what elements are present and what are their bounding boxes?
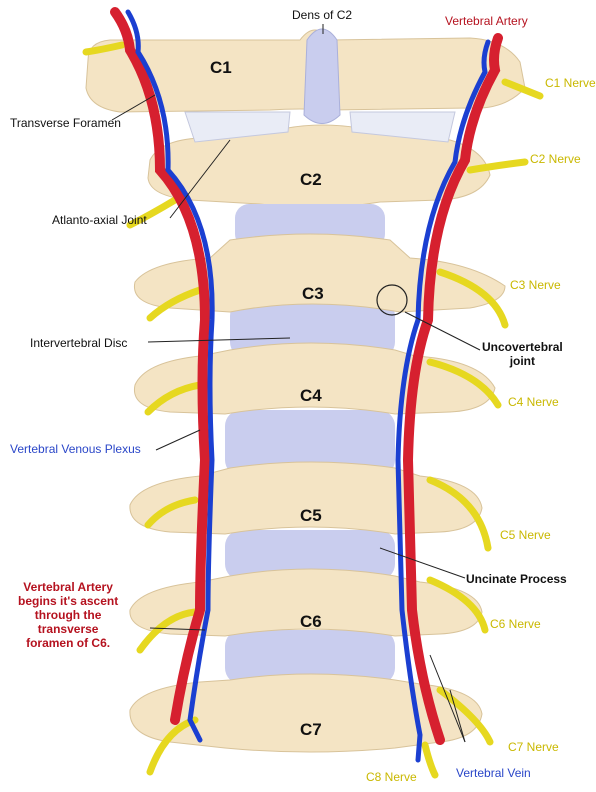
venous-plexus-label: Vertebral Venous Plexus [10,442,141,456]
uncinate-process-label: Uncinate Process [466,572,567,586]
vertebral-vein-label: Vertebral Vein [456,766,531,780]
artery-ascent-line-5: foramen of C6. [18,636,118,650]
intervertebral-disc-label: Intervertebral Disc [30,336,127,350]
artery-ascent-line-4: transverse [18,622,118,636]
vertebra-label-c4: C4 [300,386,322,406]
vertebra-label-c5: C5 [300,506,322,526]
vertebra-label-c1: C1 [210,58,232,78]
artery-ascent-label: Vertebral Artery begins it's ascent thro… [18,580,118,650]
nerve-label-c3: C3 Nerve [510,278,561,292]
vertebra-label-c2: C2 [300,170,322,190]
dens [304,29,340,124]
artery-ascent-line-1: Vertebral Artery [18,580,118,594]
artery-ascent-line-3: through the [18,608,118,622]
nerve-c8-right [425,745,435,775]
dens-label: Dens of C2 [292,8,352,22]
nerve-label-c7: C7 Nerve [508,740,559,754]
atlanto-axial-joint-label: Atlanto-axial Joint [52,213,147,227]
vertebral-artery-label: Vertebral Artery [445,14,528,28]
nerve-label-c1: C1 Nerve [545,76,596,90]
transverse-foramen-label: Transverse Foramen [10,116,121,130]
uncovertebral-line-2: joint [482,354,563,368]
nerve-label-c8: C8 Nerve [366,770,417,784]
artery-ascent-line-2: begins it's ascent [18,594,118,608]
nerve-label-c2: C2 Nerve [530,152,581,166]
nerve-label-c5: C5 Nerve [500,528,551,542]
vertebra-label-c3: C3 [302,284,324,304]
nerve-label-c6: C6 Nerve [490,617,541,631]
vertebra-label-c6: C6 [300,612,322,632]
vertebra-label-c7: C7 [300,720,322,740]
nerve-label-c4: C4 Nerve [508,395,559,409]
uncovertebral-joint-label: Uncovertebral joint [482,340,563,368]
uncovertebral-line-1: Uncovertebral [482,340,563,354]
